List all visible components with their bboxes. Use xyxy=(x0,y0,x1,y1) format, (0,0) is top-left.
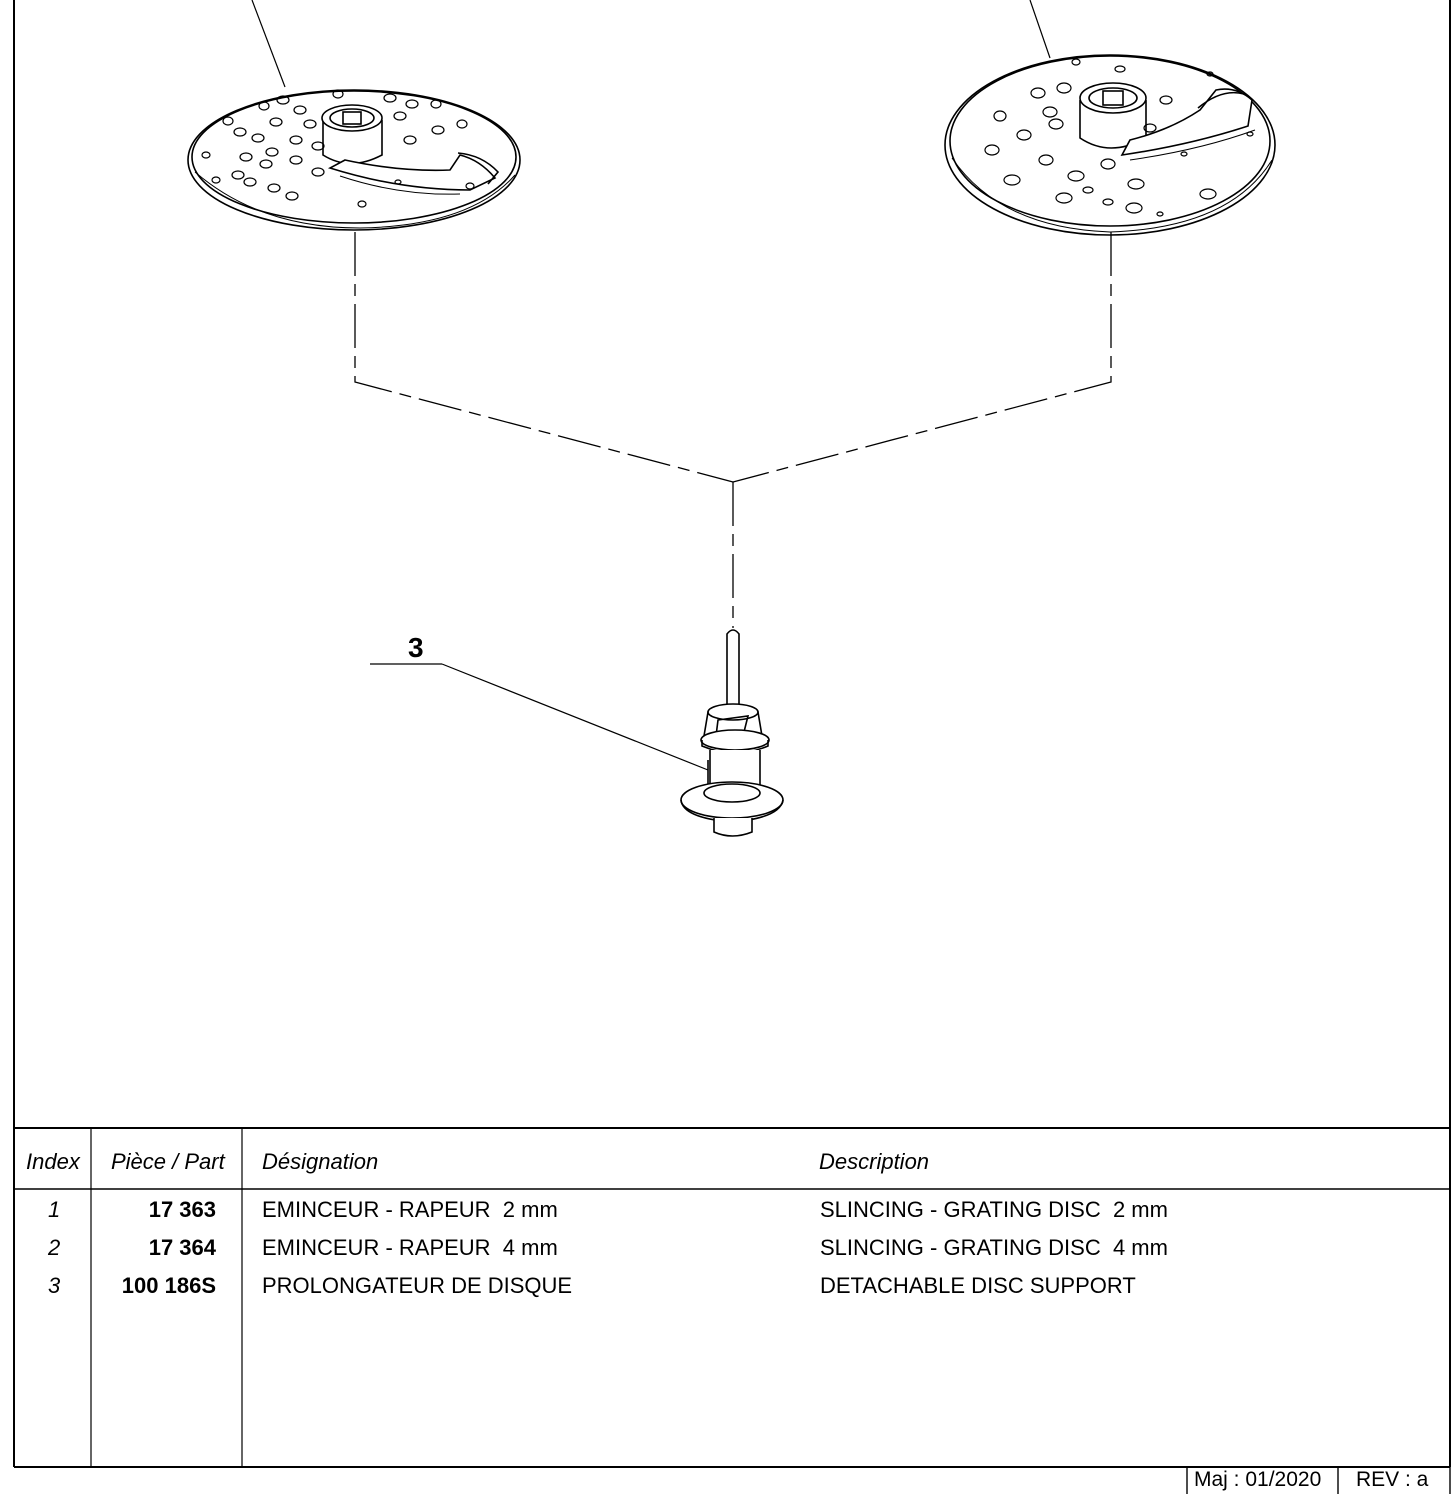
update-date: Maj : 01/2020 xyxy=(1194,1468,1322,1491)
disc-support xyxy=(680,629,784,837)
table-row-3-designation: PROLONGATEUR DE DISQUE xyxy=(262,1273,573,1298)
table-row-3-description: DETACHABLE DISC SUPPORT xyxy=(820,1273,1136,1298)
slicing-disc-2mm xyxy=(187,0,521,231)
table-row-1-designation: EMINCEUR - RAPEUR 2 mm xyxy=(262,1197,558,1222)
header-description: Description xyxy=(819,1149,930,1174)
table-row-3-index: 3 xyxy=(48,1273,61,1298)
page-border xyxy=(13,0,1451,1468)
table-row-1-description: SLINCING - GRATING DISC 2 mm xyxy=(820,1197,1168,1222)
callout-label-3: 3 xyxy=(408,632,424,663)
header-index: Index xyxy=(26,1149,80,1174)
footer-boxes xyxy=(1186,1467,1451,1494)
header-part: Pièce / Part xyxy=(111,1149,225,1174)
table-row-2-part: 17 364 xyxy=(148,1235,216,1260)
slicing-disc-4mm xyxy=(944,0,1276,236)
callout-leader-3 xyxy=(370,663,709,771)
table-row-2-designation: EMINCEUR - RAPEUR 4 mm xyxy=(262,1235,558,1260)
table-row-1-part: 17 363 xyxy=(148,1197,216,1222)
table-row-3-part: 100 186S xyxy=(121,1273,216,1298)
header-designation: Désignation xyxy=(262,1149,379,1174)
table-row-2-description: SLINCING - GRATING DISC 4 mm xyxy=(820,1235,1168,1260)
parts-table-grid xyxy=(14,1127,1450,1467)
revision-label: REV : a xyxy=(1356,1468,1429,1491)
table-row-2-index: 2 xyxy=(48,1235,61,1260)
assembly-lines xyxy=(354,232,1112,628)
table-row-1-index: 1 xyxy=(48,1197,61,1222)
